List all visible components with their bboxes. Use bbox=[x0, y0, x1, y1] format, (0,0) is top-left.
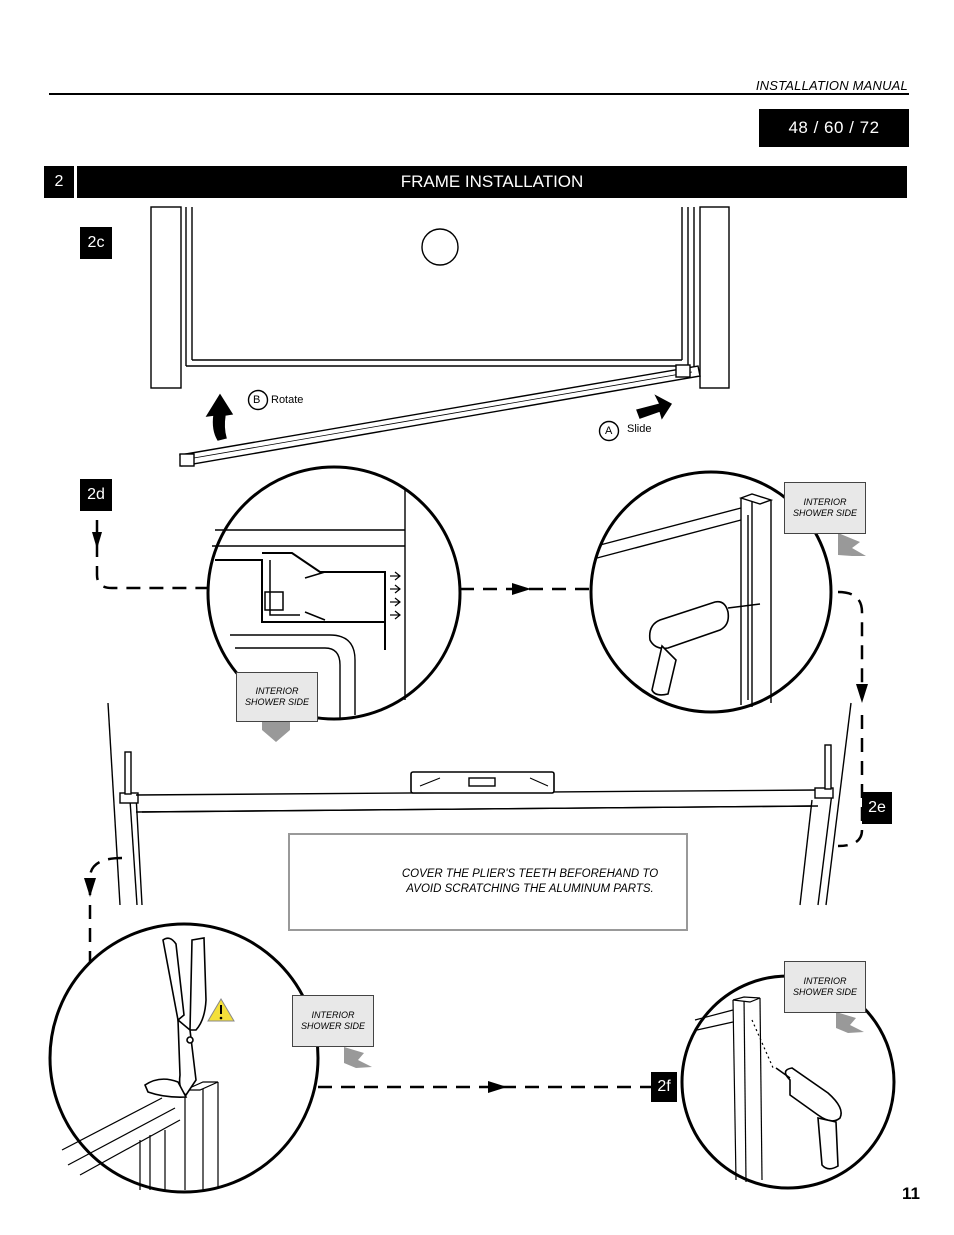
callout-a-label: Slide bbox=[627, 423, 652, 435]
interior-side-tag: INTERIOR SHOWER SIDE bbox=[292, 995, 374, 1047]
tag-line-1: INTERIOR bbox=[311, 1010, 355, 1020]
drill-icon bbox=[648, 600, 761, 696]
section-title: FRAME INSTALLATION bbox=[77, 166, 907, 198]
level-tool-icon bbox=[410, 771, 555, 794]
pliers-icon bbox=[144, 937, 207, 1098]
step-label-2d: 2d bbox=[80, 479, 112, 511]
interior-side-tag: INTERIOR SHOWER SIDE bbox=[236, 672, 318, 722]
manual-title: INSTALLATION MANUAL bbox=[755, 78, 908, 93]
warning-note: COVER THE PLIER'S TEETH BEFOREHAND TO AV… bbox=[288, 833, 688, 931]
tag-line-2: SHOWER SIDE bbox=[792, 987, 857, 997]
slide-arrow bbox=[636, 394, 672, 420]
down-arrow-icon bbox=[836, 1012, 864, 1033]
tag-line-1: INTERIOR bbox=[255, 686, 299, 696]
drill-icon-bottom bbox=[775, 1067, 842, 1170]
warning-text: COVER THE PLIER'S TEETH BEFOREHAND TO AV… bbox=[401, 868, 659, 895]
tag-line-2: SHOWER SIDE bbox=[300, 1021, 365, 1031]
header-rule bbox=[49, 93, 909, 95]
interior-side-tag: INTERIOR SHOWER SIDE bbox=[784, 482, 866, 534]
down-arrow-icon bbox=[262, 721, 290, 742]
rotate-arrow bbox=[205, 393, 234, 441]
tag-line-1: INTERIOR bbox=[803, 497, 847, 507]
down-arrow-icon bbox=[344, 1047, 372, 1068]
callout-b-letter: B bbox=[253, 394, 261, 406]
callout-b-label: Rotate bbox=[271, 394, 304, 406]
interior-side-tag: INTERIOR SHOWER SIDE bbox=[784, 961, 866, 1013]
model-sizes-badge: 48 / 60 / 72 bbox=[759, 109, 909, 147]
down-arrow-icon bbox=[838, 533, 866, 556]
tag-line-1: INTERIOR bbox=[803, 976, 847, 986]
step-label-2c: 2c bbox=[80, 227, 112, 259]
callout-b-circle bbox=[247, 389, 269, 411]
callout-a-circle bbox=[598, 420, 620, 442]
tag-line-2: SHOWER SIDE bbox=[244, 697, 309, 707]
step-label-2f: 2f bbox=[651, 1072, 677, 1102]
frame-2c-drawing bbox=[150, 206, 730, 467]
callout-a-letter: A bbox=[605, 425, 613, 437]
frame-2e-drawing bbox=[107, 702, 852, 906]
page-number: 11 bbox=[902, 1184, 920, 1203]
section-number: 2 bbox=[44, 166, 74, 198]
step-label-2e: 2e bbox=[862, 792, 892, 824]
tag-line-2: SHOWER SIDE bbox=[792, 508, 857, 518]
